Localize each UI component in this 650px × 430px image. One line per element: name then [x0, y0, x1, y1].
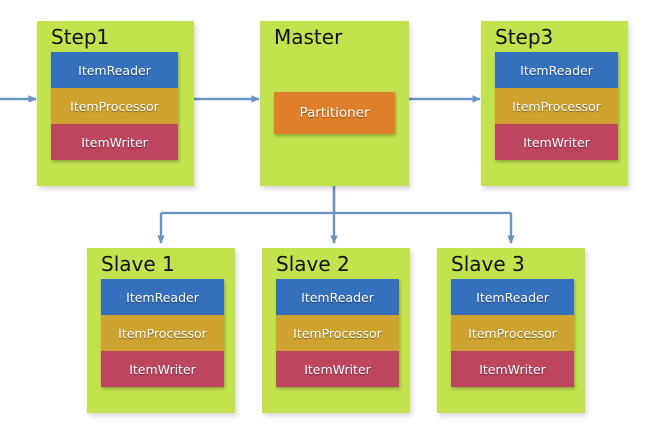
node-master-partitioner[interactable]: Partitioner	[274, 92, 395, 134]
node-step1-item-processor[interactable]: ItemProcessor	[51, 88, 178, 124]
node-slave1-title: Slave 1	[101, 252, 175, 276]
node-slave1-item-writer[interactable]: ItemWriter	[101, 351, 224, 387]
node-slave2-title: Slave 2	[276, 252, 350, 276]
node-slave3[interactable]: Slave 3 ItemReader ItemProcessor ItemWri…	[437, 248, 585, 413]
node-step1-item-writer[interactable]: ItemWriter	[51, 124, 178, 160]
node-slave2-item-reader[interactable]: ItemReader	[276, 279, 399, 315]
node-step1[interactable]: Step1 ItemReader ItemProcessor ItemWrite…	[37, 21, 194, 186]
node-slave1-item-processor[interactable]: ItemProcessor	[101, 315, 224, 351]
node-slave3-item-writer[interactable]: ItemWriter	[451, 351, 574, 387]
node-slave2[interactable]: Slave 2 ItemReader ItemProcessor ItemWri…	[262, 248, 410, 413]
node-slave2-item-writer[interactable]: ItemWriter	[276, 351, 399, 387]
node-step1-title: Step1	[51, 25, 110, 49]
node-master[interactable]: Master Partitioner	[260, 21, 409, 186]
node-slave1-item-reader[interactable]: ItemReader	[101, 279, 224, 315]
node-step3-title: Step3	[495, 25, 554, 49]
node-step3-item-processor[interactable]: ItemProcessor	[495, 88, 618, 124]
node-slave3-title: Slave 3	[451, 252, 525, 276]
node-step3-item-reader[interactable]: ItemReader	[495, 52, 618, 88]
node-slave3-item-reader[interactable]: ItemReader	[451, 279, 574, 315]
node-step1-item-reader[interactable]: ItemReader	[51, 52, 178, 88]
node-slave2-item-processor[interactable]: ItemProcessor	[276, 315, 399, 351]
node-slave3-item-processor[interactable]: ItemProcessor	[451, 315, 574, 351]
node-slave1[interactable]: Slave 1 ItemReader ItemProcessor ItemWri…	[87, 248, 235, 413]
node-master-title: Master	[274, 25, 343, 49]
node-step3-item-writer[interactable]: ItemWriter	[495, 124, 618, 160]
node-step3[interactable]: Step3 ItemReader ItemProcessor ItemWrite…	[481, 21, 628, 186]
